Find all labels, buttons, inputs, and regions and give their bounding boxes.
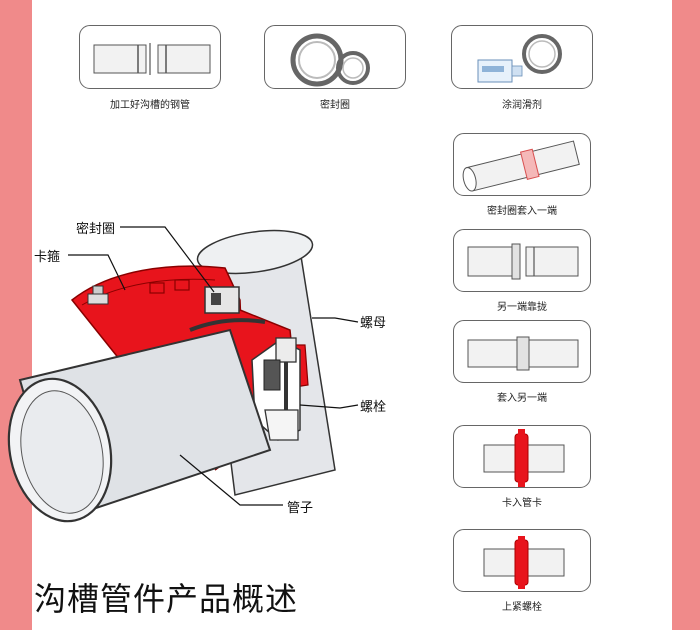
- callout-nut: 螺母: [360, 316, 387, 331]
- caption-seal-ring: 密封圈: [320, 100, 350, 111]
- page-title: 沟槽管件产品概述: [34, 580, 299, 618]
- pipe-front: [7, 328, 272, 523]
- caption-other-end-close: 另一端靠拢: [497, 302, 547, 313]
- callout-clamp: 卡箍: [34, 250, 61, 265]
- step-card-lubricant: [451, 25, 593, 89]
- insert-clamp-illustration: [483, 429, 565, 487]
- caption-ring-on-one-end: 密封圈套入一端: [487, 206, 557, 217]
- callout-pipe: 管子: [287, 501, 314, 516]
- caption-fit-other-end: 套入另一端: [497, 393, 547, 404]
- left-decor-band: [0, 0, 32, 630]
- right-decor-band: [672, 0, 700, 630]
- lubricant-illustration: [477, 34, 562, 83]
- callout-seal-ring: 密封圈: [76, 222, 116, 237]
- step-card-insert-clamp: [453, 425, 591, 488]
- caption-tighten-bolt: 上紧螺栓: [502, 602, 542, 613]
- step-card-seal-ring: [264, 25, 406, 89]
- seal-ring-part: [189, 286, 266, 332]
- grooved-pipe-illustration: [93, 43, 211, 75]
- caption-lubricant: 涂润滑剂: [502, 100, 542, 111]
- tighten-bolt-illustration: [483, 536, 565, 589]
- step-card-fit-other-end: [453, 320, 591, 383]
- step-card-grooved-pipe: [79, 25, 221, 89]
- step-card-ring-on-one-end: [453, 133, 591, 196]
- bolt-assembly: [251, 337, 301, 441]
- step-card-tighten-bolt: [453, 529, 591, 592]
- seal-ring-illustration: [290, 33, 370, 87]
- fit-other-end-illustration: [467, 336, 579, 371]
- callout-bolt: 螺栓: [360, 400, 387, 415]
- top-left-nut: [87, 285, 109, 305]
- other-end-close-illustration: [467, 243, 579, 280]
- leader-lines: [68, 226, 359, 506]
- caption-insert-clamp: 卡入管卡: [502, 498, 542, 509]
- step-card-other-end-close: [453, 229, 591, 292]
- caption-grooved-pipe: 加工好沟槽的钢管: [110, 100, 190, 111]
- ring-on-one-end-illustration: [462, 140, 580, 192]
